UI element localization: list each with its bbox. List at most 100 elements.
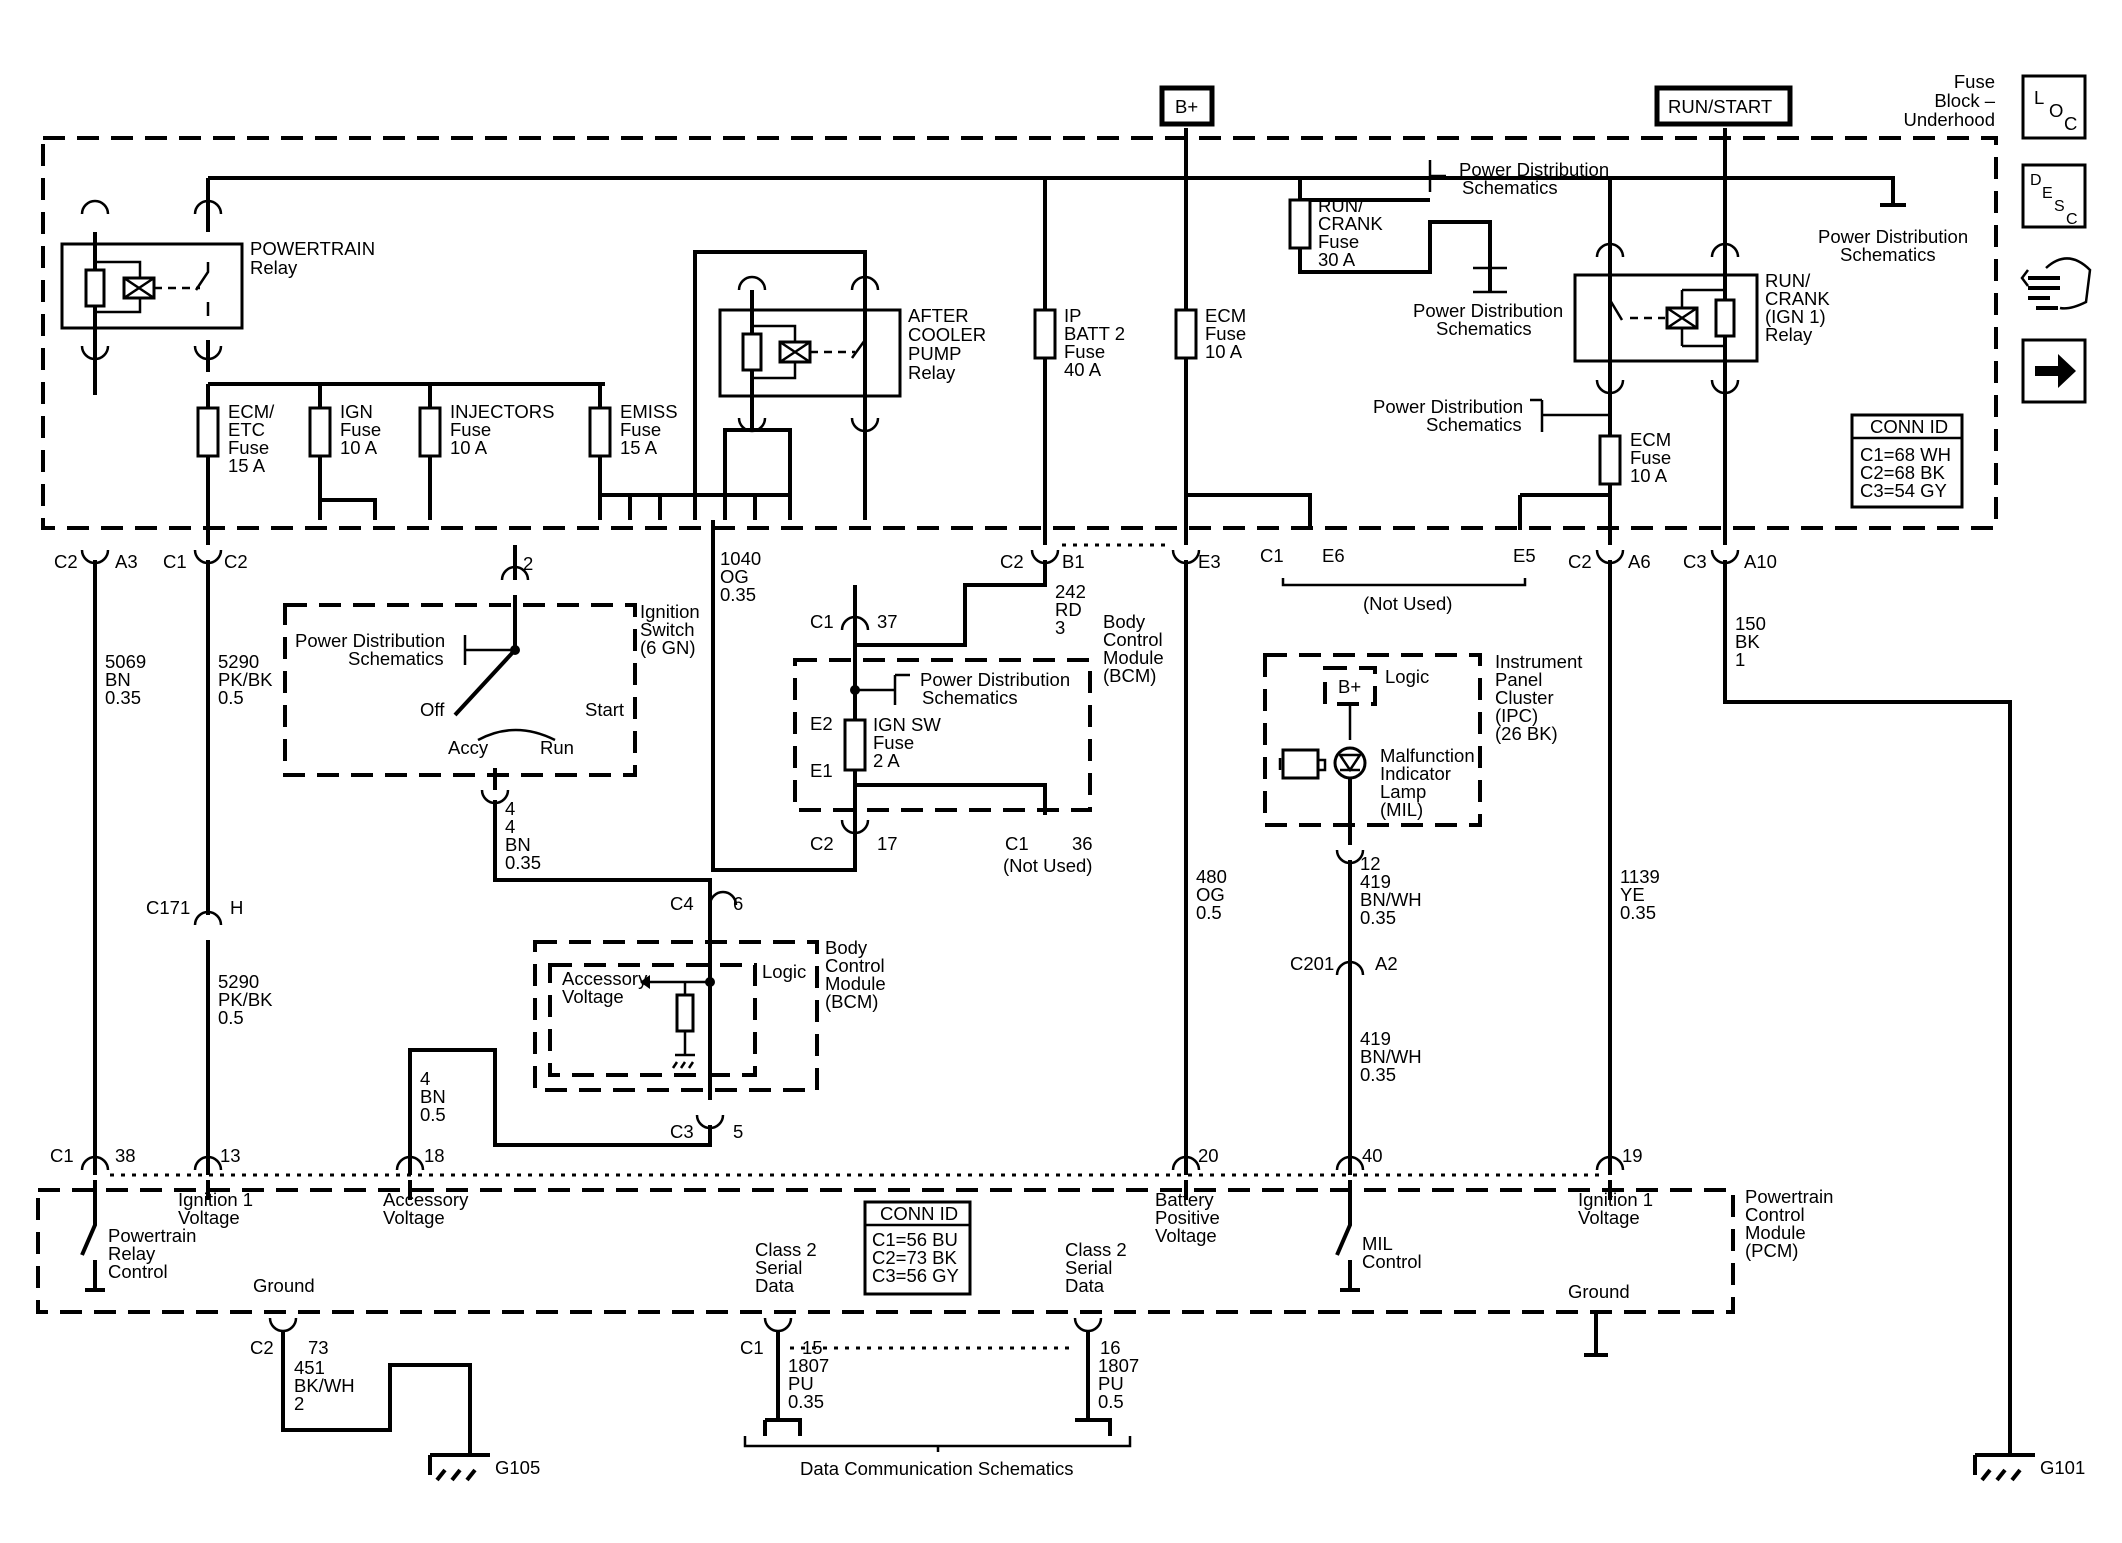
ecm-etc-fuse <box>196 406 220 458</box>
w5290b-2: PK/BK <box>218 989 273 1010</box>
bcm-e1: E1 <box>810 760 833 781</box>
pcm-class2b-3: Data <box>1065 1275 1105 1296</box>
w242-2: RD <box>1055 599 1082 620</box>
ipc-title-4: (IPC) <box>1495 705 1538 726</box>
g101-label: G101 <box>2040 1457 2085 1478</box>
loc-letter-l: L <box>2034 87 2044 108</box>
pcm-mil-ctrl-2: Control <box>1362 1251 1422 1272</box>
pds-label-top-1: Power Distribution <box>1459 159 1609 180</box>
next-page-arrow-button[interactable] <box>2021 338 2087 404</box>
run-crank-relay-label-2: CRANK <box>1765 288 1830 309</box>
ign-switch-title-2: Switch <box>640 619 695 640</box>
pds-label-top-2: Schematics <box>1462 177 1558 198</box>
bcm-acc-1: Accessory <box>562 968 648 989</box>
emiss-fuse-label-3: 15 A <box>620 437 658 458</box>
bcm-e2: E2 <box>810 713 833 734</box>
ipc-box <box>1263 653 1482 827</box>
next-page-arrow-icon <box>2035 354 2076 388</box>
bot-c2: C2 <box>250 1337 274 1358</box>
bcm-37: 37 <box>877 611 898 632</box>
w419b-3: 0.35 <box>1360 1064 1396 1085</box>
bcm-c1-36: C1 <box>1005 833 1029 854</box>
w1807b-2: PU <box>1098 1373 1124 1394</box>
ipc-title-2: Panel <box>1495 669 1542 690</box>
ipc-title-1: Instrument <box>1495 651 1582 672</box>
ip-batt2-label-3: Fuse <box>1064 341 1105 362</box>
w5069-1: 5069 <box>105 651 146 672</box>
w4a-3: 0.35 <box>505 852 541 873</box>
ipc-pin12: 12 <box>1360 853 1381 874</box>
conn-not-used-top: (Not Used) <box>1363 593 1452 614</box>
ipc-mil-1: Malfunction <box>1380 745 1475 766</box>
ign-fuse <box>308 406 332 458</box>
component-view-icon[interactable] <box>2020 257 2092 310</box>
pcm-acc-2: Voltage <box>383 1207 445 1228</box>
conn-c2: C2 <box>54 551 78 572</box>
w480-2: OG <box>1196 884 1225 905</box>
w5290b-3: 0.5 <box>218 1007 244 1028</box>
w1807a-2: PU <box>788 1373 814 1394</box>
ign-switch-pin4: 4 <box>505 798 515 819</box>
bcm-title-3: Module <box>1103 647 1164 668</box>
powertrain-relay-label-1: POWERTRAIN <box>250 238 375 259</box>
w451-1: 451 <box>294 1357 325 1378</box>
pcm-title-2: Control <box>1745 1204 1805 1225</box>
fuse-block-conn-id <box>1850 413 1964 509</box>
fb-conn-id-row-3: C3=54 GY <box>1860 480 1947 501</box>
data-comm-label[interactable]: Data Communication Schematics <box>800 1458 1074 1479</box>
loc-button[interactable]: L O C <box>2021 74 2087 140</box>
emiss-fuse <box>588 406 612 458</box>
w150-1: 150 <box>1735 613 1766 634</box>
ign-pos-run: Run <box>540 737 574 758</box>
run-crank-fuse-label-4: 30 A <box>1318 249 1356 270</box>
ecm-fuse-right-label-1: ECM <box>1630 429 1671 450</box>
pcm-bat-2: Positive <box>1155 1207 1220 1228</box>
w150-2: BK <box>1735 631 1760 652</box>
bcm-c3: C3 <box>670 1121 694 1142</box>
w242-3: 3 <box>1055 617 1065 638</box>
w5290a-1: 5290 <box>218 651 259 672</box>
w1139-1: 1139 <box>1620 866 1660 887</box>
bcm-c4: C4 <box>670 893 694 914</box>
ip-batt2-label-4: 40 A <box>1064 359 1102 380</box>
ign-fuse-label-1: IGN <box>340 401 373 422</box>
injectors-fuse-label-2: Fuse <box>450 419 491 440</box>
ign-sw-fuse <box>843 718 867 772</box>
pcm-class2a-3: Data <box>755 1275 795 1296</box>
conn-c1-e: C1 <box>1260 545 1284 566</box>
ign-sw-fuse-1: IGN SW <box>873 714 941 735</box>
w1139-3: 0.35 <box>1620 902 1656 923</box>
pcm-20: 20 <box>1198 1145 1219 1166</box>
ecm-etc-fuse-label-1: ECM/ <box>228 401 275 422</box>
bot-16: 16 <box>1100 1337 1121 1358</box>
ign-switch-title-3: (6 GN) <box>640 637 696 658</box>
bot-73: 73 <box>308 1337 329 1358</box>
conn-e3: E3 <box>1198 551 1221 572</box>
ign-sw-fuse-2: Fuse <box>873 732 914 753</box>
pcm-relay-ctrl-1: Powertrain <box>108 1225 196 1246</box>
w1807b-3: 0.5 <box>1098 1391 1124 1412</box>
ip-batt2-label-1: IP <box>1064 305 1081 326</box>
pcm-title-4: (PCM) <box>1745 1240 1798 1261</box>
ign-pos-off: Off <box>420 699 445 720</box>
w419a-1: 419 <box>1360 871 1391 892</box>
loc-letter-c: C <box>2064 113 2077 134</box>
ign-pos-accy: Accy <box>448 737 489 758</box>
ipc-title-5: (26 BK) <box>1495 723 1558 744</box>
w1807a-1: 1807 <box>788 1355 829 1376</box>
pcm-conn-id-title: CONN ID <box>880 1203 958 1224</box>
pds-mid-2: Schematics <box>1436 318 1532 339</box>
engine-icon <box>1281 748 1320 780</box>
conn-a6: A6 <box>1628 551 1651 572</box>
pcm-bat-3: Voltage <box>1155 1225 1217 1246</box>
b-plus-box <box>1159 85 1215 127</box>
conn-a3: A3 <box>115 551 138 572</box>
bcm-pds-2: Schematics <box>922 687 1018 708</box>
pcm-class2a-1: Class 2 <box>755 1239 817 1260</box>
after-cooler-label-1: AFTER <box>908 305 969 326</box>
ipc-mil-2: Indicator <box>1380 763 1451 784</box>
ign-fuse-label-2: Fuse <box>340 419 381 440</box>
w1807a-3: 0.35 <box>788 1391 824 1412</box>
desc-button[interactable]: D E S C <box>2021 163 2087 229</box>
